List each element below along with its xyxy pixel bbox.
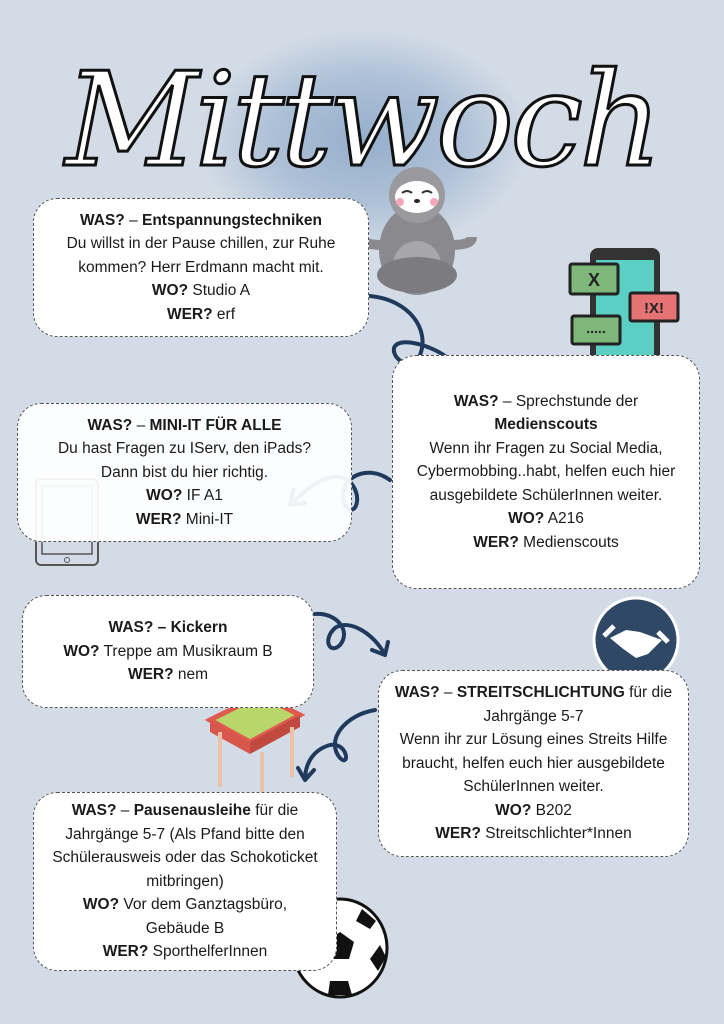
responsible: Streitschlichter*Innen <box>485 825 632 843</box>
phone-chat-icon: X !X! ..... <box>568 248 680 363</box>
location: A216 <box>547 510 584 528</box>
activity-title-prefix: Sprechstunde der <box>515 392 639 410</box>
activity-title: Kickern <box>170 619 228 636</box>
wo-label: WO? <box>151 282 189 300</box>
responsible: Mini-IT <box>185 510 234 528</box>
location: Studio A <box>192 282 251 300</box>
was-label: WAS? <box>108 619 154 636</box>
svg-text:X: X <box>588 270 600 290</box>
wer-label: WER? <box>166 305 213 323</box>
activity-title: STREITSCHLICHTUNG <box>456 684 625 702</box>
activity-title: Pausenausleihe <box>133 802 251 820</box>
svg-text:.....: ..... <box>586 320 605 336</box>
wer-label: WER? <box>435 825 481 843</box>
dash: – <box>124 211 142 229</box>
svg-text:!X!: !X! <box>644 300 664 317</box>
responsible: erf <box>216 305 236 323</box>
activity-card-kickern: WAS? – Kickern WO? Treppe am Musikraum B… <box>22 595 314 708</box>
responsible: SporthelferInnen <box>152 943 268 961</box>
was-label: WAS? <box>79 211 125 229</box>
activity-description: Wenn ihr Fragen zu Social Media, Cybermo… <box>416 439 676 504</box>
title-mittwoch: Mittwoch <box>62 43 664 198</box>
activity-description: Du hast Fragen zu IServ, den iPads? Dann… <box>57 440 312 481</box>
dash: – <box>498 392 516 410</box>
activity-title: Entspannungstechniken <box>142 211 322 229</box>
wo-label: WO? <box>63 642 100 660</box>
meditating-sloth-icon <box>357 167 477 295</box>
was-label: WAS? <box>394 684 440 702</box>
dash: – <box>439 684 457 702</box>
wer-label: WER? <box>135 510 182 528</box>
activity-description: Wenn ihr zur Lösung eines Streits Hilfe … <box>399 731 668 796</box>
wo-label: WO? <box>146 487 183 505</box>
activity-description: Du willst in der Pause chillen, zur Ruhe… <box>66 235 336 276</box>
responsible: Medienscouts <box>523 533 619 551</box>
activity-card-pausenausleihe: WAS? – Pausenausleihe für die Jahrgänge … <box>33 792 337 971</box>
activity-description: für die Jahrgänge 5-7 (Als Pfand bitte d… <box>52 802 318 890</box>
was-label: WAS? <box>453 392 499 410</box>
was-label: WAS? <box>87 416 133 434</box>
activity-title-suffix: für die Jahrgänge 5-7 <box>483 684 673 725</box>
wer-label: WER? <box>127 666 174 683</box>
location: IF A1 <box>186 487 223 505</box>
wo-label: WO? <box>82 896 120 914</box>
was-label: WAS? <box>71 802 117 820</box>
activity-card-streitschlichtung: WAS? – STREITSCHLICHTUNG für die Jahrgän… <box>378 670 689 857</box>
location: Treppe am Musikraum B <box>103 642 273 660</box>
wer-label: WER? <box>473 533 519 551</box>
dash: – <box>116 802 134 820</box>
dash: – <box>153 619 171 636</box>
activity-title: Medienscouts <box>494 416 598 434</box>
activity-title: MINI-IT FÜR ALLE <box>149 416 282 434</box>
activity-card-medienscouts: WAS? – Sprechstunde der Medienscouts Wen… <box>392 355 700 589</box>
svg-text:Mittwoch: Mittwoch <box>63 44 658 196</box>
wo-label: WO? <box>495 801 532 819</box>
handshake-icon <box>592 596 680 684</box>
activity-card-entspannung: WAS? – Entspannungstechniken Du willst i… <box>33 198 369 337</box>
responsible: nem <box>177 666 209 683</box>
activity-card-mini-it: WAS? – MINI-IT FÜR ALLE Du hast Fragen z… <box>17 403 352 542</box>
dash: – <box>132 416 150 434</box>
wo-label: WO? <box>508 510 545 528</box>
location: B202 <box>535 801 572 819</box>
location: Vor dem Ganztagsbüro, Gebäude B <box>123 896 288 937</box>
wer-label: WER? <box>102 943 149 961</box>
